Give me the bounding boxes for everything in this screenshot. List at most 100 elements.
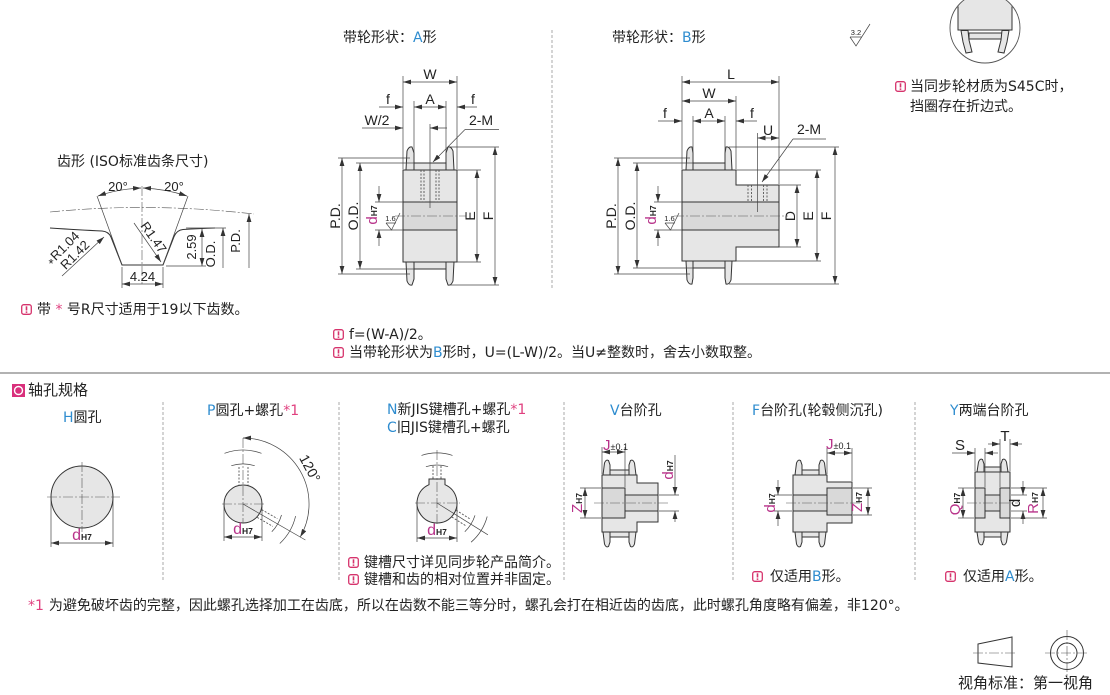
shape-title-text: 带轮形状： xyxy=(343,30,413,46)
pulley-b-w-label: W xyxy=(702,85,716,101)
bore-code: C xyxy=(387,420,397,436)
note-icon xyxy=(333,329,344,340)
pulley-a-f-right-label: f xyxy=(471,91,475,107)
step-symbol: J xyxy=(826,436,834,453)
bore-y-d-label: d xyxy=(1007,499,1024,507)
angle-arc-right xyxy=(142,185,188,197)
footnote-text: 为避免破坏齿的完整，因此螺孔选择加工在齿底，所以在齿数不能三等分时，螺孔会打在相… xyxy=(48,598,909,614)
pulley-a-f-left-label: f xyxy=(386,91,390,107)
bore-v-flange xyxy=(602,459,611,476)
bore-spec-header: 轴孔规格 xyxy=(12,381,88,399)
pulley-b-od-label: O.D. xyxy=(622,202,638,231)
bore-spec-title: 轴孔规格 xyxy=(28,381,89,399)
general-roughness-mark: 3.2 xyxy=(849,23,871,47)
pulley-a-tap-leader xyxy=(432,129,466,163)
pulley-b-f-left-label: f xyxy=(663,105,667,121)
pulley-b-pd-label: P.D. xyxy=(603,203,619,228)
bore-f-step-label: J±0.1 xyxy=(826,436,851,453)
roughness-value: 3.2 xyxy=(851,28,861,37)
bore-p-drawing: 120° dH7 xyxy=(222,435,324,544)
tooth-profile-drawing: 20° 20° R1.47 R1.04 R1.42 * 2.59 O.D. P.… xyxy=(47,179,255,288)
flank-extension-left xyxy=(96,195,123,266)
bore-name: 两端台阶孔 xyxy=(958,403,1029,419)
keyway-note-1: 键槽尺寸详见同步轮产品简介。 xyxy=(348,554,560,572)
bore-tolerance: H7 xyxy=(665,460,675,471)
bore-n-drawing: dH7 xyxy=(415,450,489,543)
bore-f-note: 仅适用B形。 xyxy=(752,568,850,586)
bore-y-flange xyxy=(976,531,985,546)
note-code: A xyxy=(1005,569,1015,585)
bore-v-flange xyxy=(628,459,637,476)
bore-name: 新JIS键槽孔+螺孔 xyxy=(397,402,511,418)
tooth-profile-title: 齿形 (ISO标准齿条尺寸) xyxy=(57,154,209,170)
pitch-line xyxy=(49,207,255,215)
root-width-label: 4.24 xyxy=(130,269,155,284)
pulley-a-e-label: E xyxy=(462,211,478,220)
shape-code: B xyxy=(682,30,692,46)
note-icon xyxy=(348,574,359,585)
bore-f-teeth xyxy=(801,469,820,476)
step-tolerance: ±0.1 xyxy=(834,441,851,451)
pulley-b-hub-d-label: D xyxy=(782,211,798,221)
note-post: 形。 xyxy=(821,569,850,585)
bore-tolerance: H7 xyxy=(648,205,658,216)
pulley-b-a-label: A xyxy=(704,105,714,121)
pulley-b-bore-label: dH7 xyxy=(643,205,660,224)
bore-symbol: d xyxy=(233,521,242,538)
detail-body xyxy=(957,0,1013,31)
projection-label: 视角标准：第一视角 xyxy=(958,674,1094,692)
root-radius-label: R1.47 xyxy=(138,219,170,256)
note-icon xyxy=(895,81,906,92)
pulley-a-flange xyxy=(405,146,415,171)
bore-y-s-label: S xyxy=(955,437,965,454)
bore-p-angle-label: 120° xyxy=(296,452,324,485)
counterbore-symbol: Z xyxy=(569,504,586,513)
angle-label-right: 20° xyxy=(164,179,184,194)
bore-f-flange xyxy=(818,459,827,476)
note-post: 形。 xyxy=(1014,569,1043,585)
bore-f-drawing: J±0.1 dH7 ZH7 xyxy=(762,436,872,548)
bore-n-label: dH7 xyxy=(427,522,447,539)
flange-note-line2: 挡圈存在折边式。 xyxy=(910,99,1022,115)
shape-title-text: 带轮形状： xyxy=(612,30,682,46)
detail-teeth xyxy=(968,32,1003,40)
note-text: 号R尺寸适用于19以下齿数。 xyxy=(66,302,249,318)
shape-suffix: 形 xyxy=(691,30,706,46)
bore-y-q-label: QH7 xyxy=(947,492,964,515)
bore-v-bore-label: dH7 xyxy=(660,460,677,479)
bore-name: 圆孔 xyxy=(73,410,102,426)
bore-n-tap-hole xyxy=(455,509,470,520)
bore-y-t-label: T xyxy=(1000,428,1009,445)
bore-tolerance: H7 xyxy=(767,493,777,504)
bore-y-r-label: RH7 xyxy=(1025,492,1042,514)
bore-y-note: 仅适用A形。 xyxy=(945,568,1043,586)
pulley-b-flange xyxy=(724,146,733,171)
pulley-b-title: 带轮形状：B形 xyxy=(612,29,706,47)
pulley-b-tap-label: 2-M xyxy=(797,121,821,137)
flank-extension-right xyxy=(162,195,189,266)
bore-symbol: d xyxy=(364,216,381,224)
counterbore-tolerance: H7 xyxy=(574,493,584,504)
bore-p-angle-arc xyxy=(242,435,310,538)
pulley-b-roughness-symbol xyxy=(664,212,680,231)
bore-f-counterbore-label: ZH7 xyxy=(849,492,866,512)
bore-n-outer-arc xyxy=(470,516,488,543)
bore-v-flange xyxy=(628,531,637,548)
pulley-a-teeth-bottom xyxy=(413,261,447,270)
formula-note-f: f=(W-A)/2。 xyxy=(333,326,432,344)
pulley-b-extension-lines xyxy=(614,76,839,285)
bore-symbol: d xyxy=(660,471,677,479)
pulley-b-tap-leader xyxy=(761,138,794,183)
counterbore-tolerance: H7 xyxy=(854,492,864,503)
bore-y-drawing: S T QH7 d RH7 xyxy=(947,428,1047,546)
bore-code: N xyxy=(387,402,398,418)
detail-flange-right xyxy=(997,30,1010,54)
bore-n-root-arc xyxy=(425,464,449,468)
bore-v-title: V台阶孔 xyxy=(610,402,662,420)
pulley-a-extension-lines xyxy=(338,76,499,286)
bore-h-label: dH7 xyxy=(72,527,92,544)
keyway-note-2: 键槽和齿的相对位置并非固定。 xyxy=(348,571,560,589)
keyway-note-text: 键槽尺寸详见同步轮产品简介。 xyxy=(364,555,560,571)
bore-f-flange xyxy=(794,531,803,548)
